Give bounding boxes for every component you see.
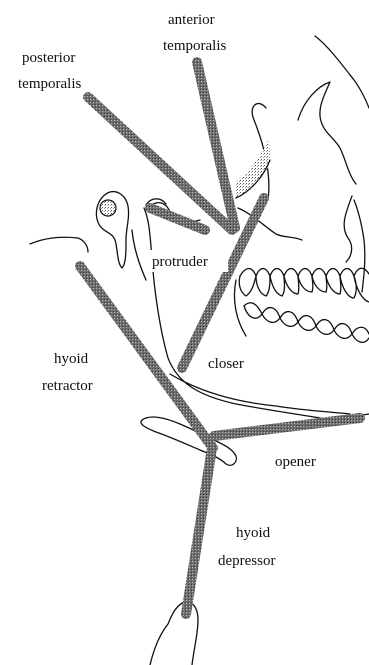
label-anterior-line1: anterior — [168, 12, 215, 28]
label-hyoid-depressor-line1: hyoid — [236, 525, 271, 541]
label-protruder: protruder — [152, 254, 208, 270]
label-posterior-line2: temporalis — [18, 76, 81, 92]
label-posterior-line1: posterior — [22, 50, 75, 66]
label-hyoid-depressor-line2: depressor — [218, 553, 275, 569]
label-hyoid-retractor-line1: hyoid — [54, 351, 89, 367]
label-anterior-line2: temporalis — [163, 38, 226, 54]
teeth — [239, 268, 369, 342]
hyoid-bone — [141, 417, 236, 465]
muscles — [80, 62, 360, 614]
hyoid-retractor-muscle — [80, 266, 213, 448]
label-opener: opener — [275, 454, 316, 470]
protruder-muscle — [150, 208, 205, 230]
hyoid-depressor-muscle — [186, 448, 212, 614]
label-hyoid-retractor-line2: retractor — [42, 378, 93, 394]
labels: anterior temporalis posterior temporalis… — [18, 12, 316, 569]
opener-muscle — [214, 418, 360, 436]
label-closer: closer — [208, 356, 244, 372]
